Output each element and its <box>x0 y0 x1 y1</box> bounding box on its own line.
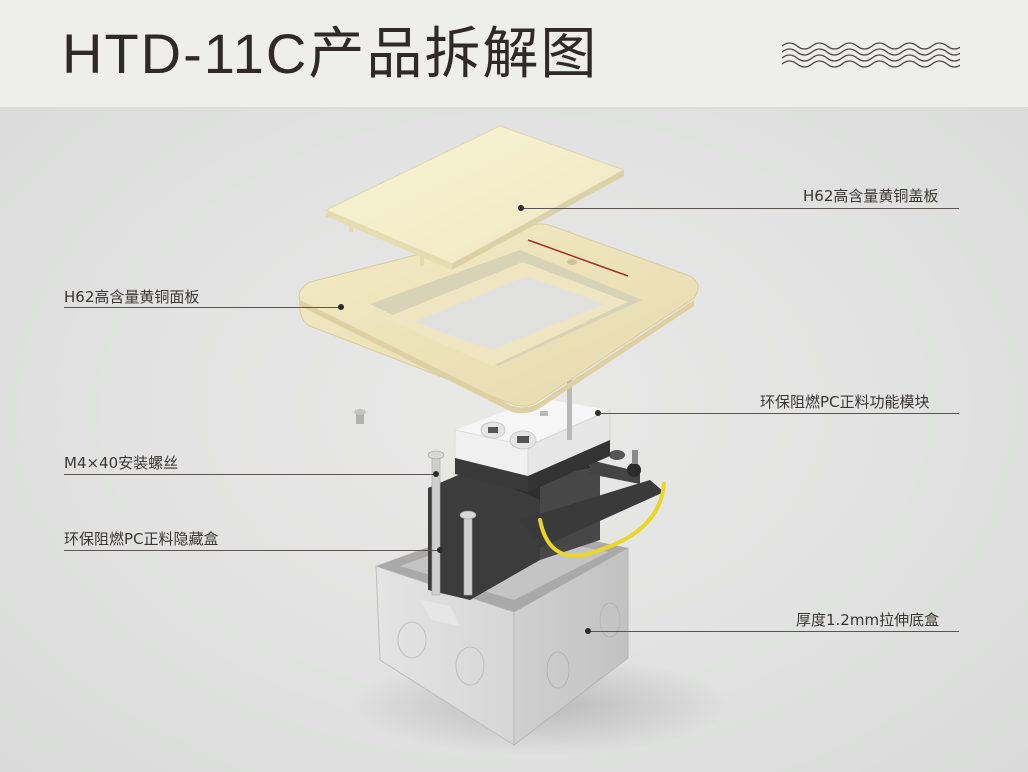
page-title: HTD-11C产品拆解图 <box>62 22 599 85</box>
leader-line <box>521 208 959 209</box>
callout-label: M4×40安装螺丝 <box>64 454 179 472</box>
leader-dot <box>338 304 344 310</box>
callout-label: H62高含量黄铜面板 <box>64 288 200 306</box>
function-module-shape <box>454 398 611 492</box>
leader-dot <box>518 205 524 211</box>
wavy-lines-icon <box>782 42 960 68</box>
leader-line <box>64 474 436 475</box>
leader-line <box>588 631 959 632</box>
callout-label: 环保阻燃PC正料功能模块 <box>760 393 930 411</box>
leader-line <box>64 550 440 551</box>
callout-label: H62高含量黄铜盖板 <box>803 187 939 205</box>
leader-dot <box>585 628 591 634</box>
callout-label: 环保阻燃PC正料隐藏盒 <box>64 530 219 548</box>
leader-dot <box>595 410 601 416</box>
leader-line <box>64 307 342 308</box>
leader-dot <box>437 547 443 553</box>
leader-dot <box>433 471 439 477</box>
header-bar: HTD-11C产品拆解图 <box>0 0 1028 109</box>
face-panel-shape <box>298 223 699 414</box>
leader-line <box>598 413 959 414</box>
callout-label: 厚度1.2mm拉伸底盒 <box>796 611 940 629</box>
screws-shape <box>354 380 572 596</box>
cover-plate-shape <box>324 125 626 270</box>
